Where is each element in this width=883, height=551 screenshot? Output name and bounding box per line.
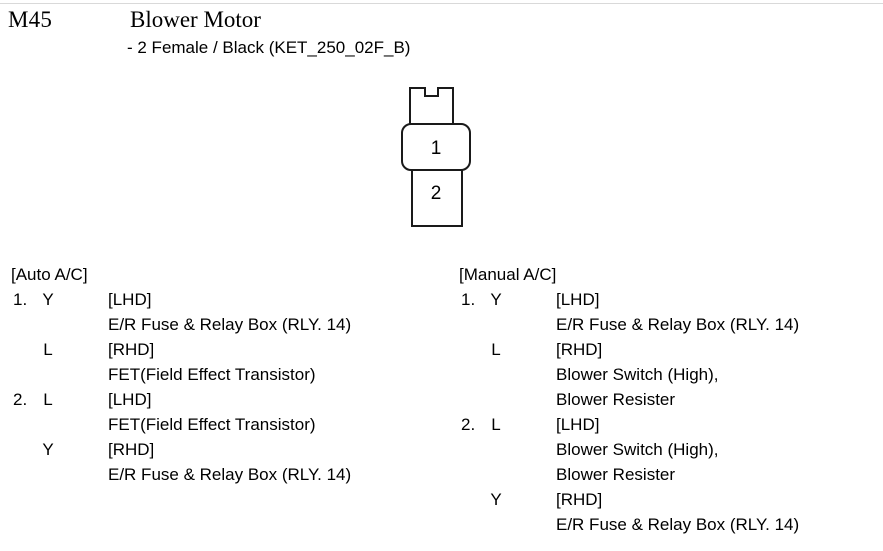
pin-row-header: 2. L [LHD] (11, 387, 451, 412)
section-label-auto-ac: [Auto A/C] (11, 265, 88, 284)
wire-color-code: L (43, 390, 53, 409)
connection-target: Blower Resister (556, 465, 676, 484)
wire-color-code: L (491, 340, 501, 359)
drive-hand-label: [LHD] (556, 290, 600, 309)
drive-hand-label: [RHD] (108, 340, 155, 359)
pin-row: 2. L [LHD] Blower Switch (High), Blower … (459, 412, 883, 487)
connection-target: Blower Switch (High), (556, 440, 719, 459)
connection-target: E/R Fuse & Relay Box (RLY. 14) (108, 315, 352, 334)
pin-row-header: Y [RHD] (11, 437, 451, 462)
drive-hand-label: [RHD] (108, 440, 155, 459)
drive-hand-label: [LHD] (556, 415, 600, 434)
pin-row: L [RHD] FET(Field Effect Transistor) (11, 337, 451, 387)
connection-target: FET(Field Effect Transistor) (108, 365, 316, 384)
page-title: Blower Motor (130, 7, 261, 32)
wire-color-code: Y (490, 490, 502, 509)
wire-color-code: Y (490, 290, 502, 309)
connector-housing (401, 123, 471, 171)
connection-target: Blower Switch (High), (556, 365, 719, 384)
drive-hand-label: [RHD] (556, 490, 603, 509)
pin-label-1: 1 (431, 138, 442, 159)
drive-hand-label: [LHD] (108, 390, 152, 409)
pin-table-manual-ac: [Manual A/C] 1. Y [LHD] E/R Fuse & Relay… (459, 262, 883, 537)
pin-row-header: 1. Y [LHD] (11, 287, 451, 312)
pin-row: 1. Y [LHD] E/R Fuse & Relay Box (RLY. 14… (459, 287, 883, 337)
connection-target: FET(Field Effect Transistor) (108, 415, 316, 434)
section-label-manual-ac: [Manual A/C] (459, 265, 557, 284)
connection-target: Blower Resister (556, 390, 676, 409)
connector-diagram: 1 2 (395, 82, 485, 234)
pin-row: L [RHD] Blower Switch (High), Blower Res… (459, 337, 883, 412)
pin-row: Y [RHD] E/R Fuse & Relay Box (RLY. 14) (459, 487, 883, 537)
pin-row-header: 2. L [LHD] (459, 412, 883, 437)
wire-color-code: L (491, 415, 501, 434)
drive-hand-label: [RHD] (556, 340, 603, 359)
pin-label-2: 2 (431, 183, 442, 204)
pin-row-header: L [RHD] (11, 337, 451, 362)
pin-row-header: 1. Y [LHD] (459, 287, 883, 312)
connection-target: E/R Fuse & Relay Box (RLY. 14) (556, 515, 800, 534)
pin-row: 2. L [LHD] FET(Field Effect Transistor) (11, 387, 451, 437)
pin-row-header: Y [RHD] (459, 487, 883, 512)
pin-number: 2. (461, 415, 476, 434)
wire-color-code: Y (42, 440, 54, 459)
page-top-divider (0, 3, 883, 4)
drive-hand-label: [LHD] (108, 290, 152, 309)
connection-target: E/R Fuse & Relay Box (RLY. 14) (108, 465, 352, 484)
connector-code: M45 (8, 7, 53, 32)
pin-number: 1. (13, 290, 28, 309)
pin-row-header: L [RHD] (459, 337, 883, 362)
pin-row: 1. Y [LHD] E/R Fuse & Relay Box (RLY. 14… (11, 287, 451, 337)
pin-number: 1. (461, 290, 476, 309)
wire-color-code: Y (42, 290, 54, 309)
wire-color-code: L (43, 340, 53, 359)
connector-spec-subtitle: - 2 Female / Black (KET_250_02F_B) (127, 38, 411, 57)
connection-target: E/R Fuse & Relay Box (RLY. 14) (556, 315, 800, 334)
pin-row: Y [RHD] E/R Fuse & Relay Box (RLY. 14) (11, 437, 451, 487)
pin-number: 2. (13, 390, 28, 409)
pin-table-auto-ac: [Auto A/C] 1. Y [LHD] E/R Fuse & Relay B… (11, 262, 451, 487)
